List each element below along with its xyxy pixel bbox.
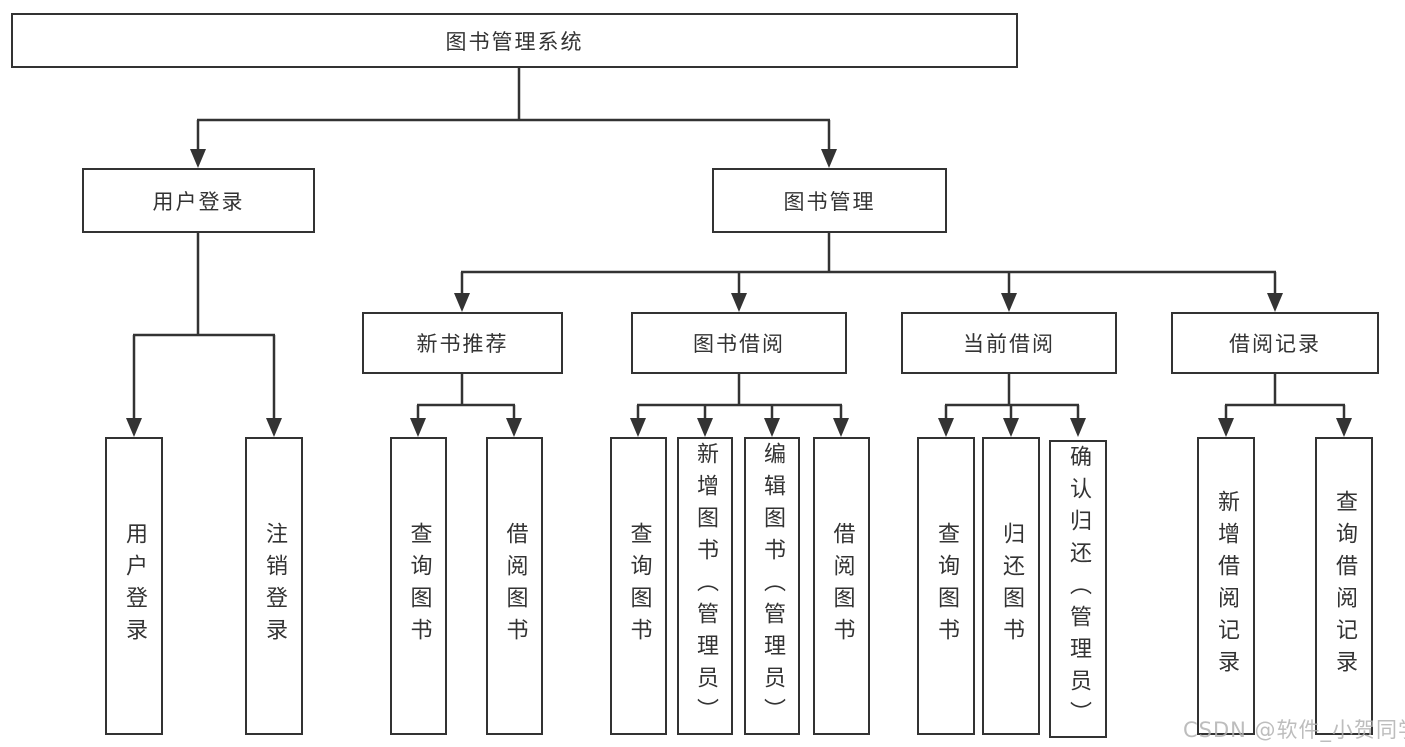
leaf-query-books-borrowing: 查询图书 — [610, 437, 667, 735]
leaf-add-borrow-record: 新增借阅记录 — [1197, 437, 1255, 735]
leaf-label: 新增借阅记录 — [1214, 490, 1239, 682]
leaf-borrow-books-recommend: 借阅图书 — [486, 437, 543, 735]
node-book-management-branch: 图书管理 — [712, 168, 947, 233]
node-user-login-branch: 用户登录 — [82, 168, 315, 233]
leaf-query-books-recommend: 查询图书 — [390, 437, 447, 735]
leaf-label: 用户登录 — [122, 522, 147, 650]
leaf-user-login: 用户登录 — [105, 437, 163, 735]
leaf-add-books-admin: 新增图书（管理员） — [677, 437, 733, 735]
node-label: 新书推荐 — [416, 332, 509, 356]
node-label: 当前借阅 — [963, 332, 1055, 356]
node-root-library-management-system: 图书管理系统 — [11, 13, 1018, 68]
leaf-edit-books-admin: 编辑图书（管理员） — [744, 437, 800, 735]
leaf-query-borrow-record: 查询借阅记录 — [1315, 437, 1373, 735]
leaf-label: 查询图书 — [406, 522, 432, 650]
node-label: 用户登录 — [152, 189, 245, 214]
leaf-label: 查询图书 — [934, 522, 959, 650]
leaf-confirm-return-admin: 确认归还（管理员） — [1049, 440, 1107, 738]
node-borrowing-records: 借阅记录 — [1171, 312, 1379, 374]
leaf-label: 借阅图书 — [829, 522, 855, 650]
leaf-query-books-current: 查询图书 — [917, 437, 975, 735]
node-label: 图书管理 — [783, 189, 876, 214]
node-book-borrowing: 图书借阅 — [631, 312, 847, 374]
csdn-watermark: CSDN @软件_小贺同学 — [1183, 718, 1405, 742]
node-label: 借阅记录 — [1229, 332, 1321, 356]
leaf-label: 查询图书 — [626, 522, 652, 650]
leaf-label: 确认归还（管理员） — [1066, 445, 1091, 733]
leaf-label: 查询借阅记录 — [1332, 490, 1357, 682]
node-label: 图书借阅 — [693, 332, 785, 356]
node-current-borrowing: 当前借阅 — [901, 312, 1117, 374]
leaf-label: 注销登录 — [262, 522, 287, 650]
leaf-label: 新增图书（管理员） — [693, 442, 718, 730]
leaf-label: 编辑图书（管理员） — [760, 442, 785, 730]
leaf-borrow-books-borrowing: 借阅图书 — [813, 437, 870, 735]
leaf-logout: 注销登录 — [245, 437, 303, 735]
node-new-book-recommendation: 新书推荐 — [362, 312, 563, 374]
leaf-return-books: 归还图书 — [982, 437, 1040, 735]
node-label: 图书管理系统 — [445, 29, 584, 54]
leaf-label: 借阅图书 — [502, 522, 528, 650]
leaf-label: 归还图书 — [999, 522, 1024, 650]
